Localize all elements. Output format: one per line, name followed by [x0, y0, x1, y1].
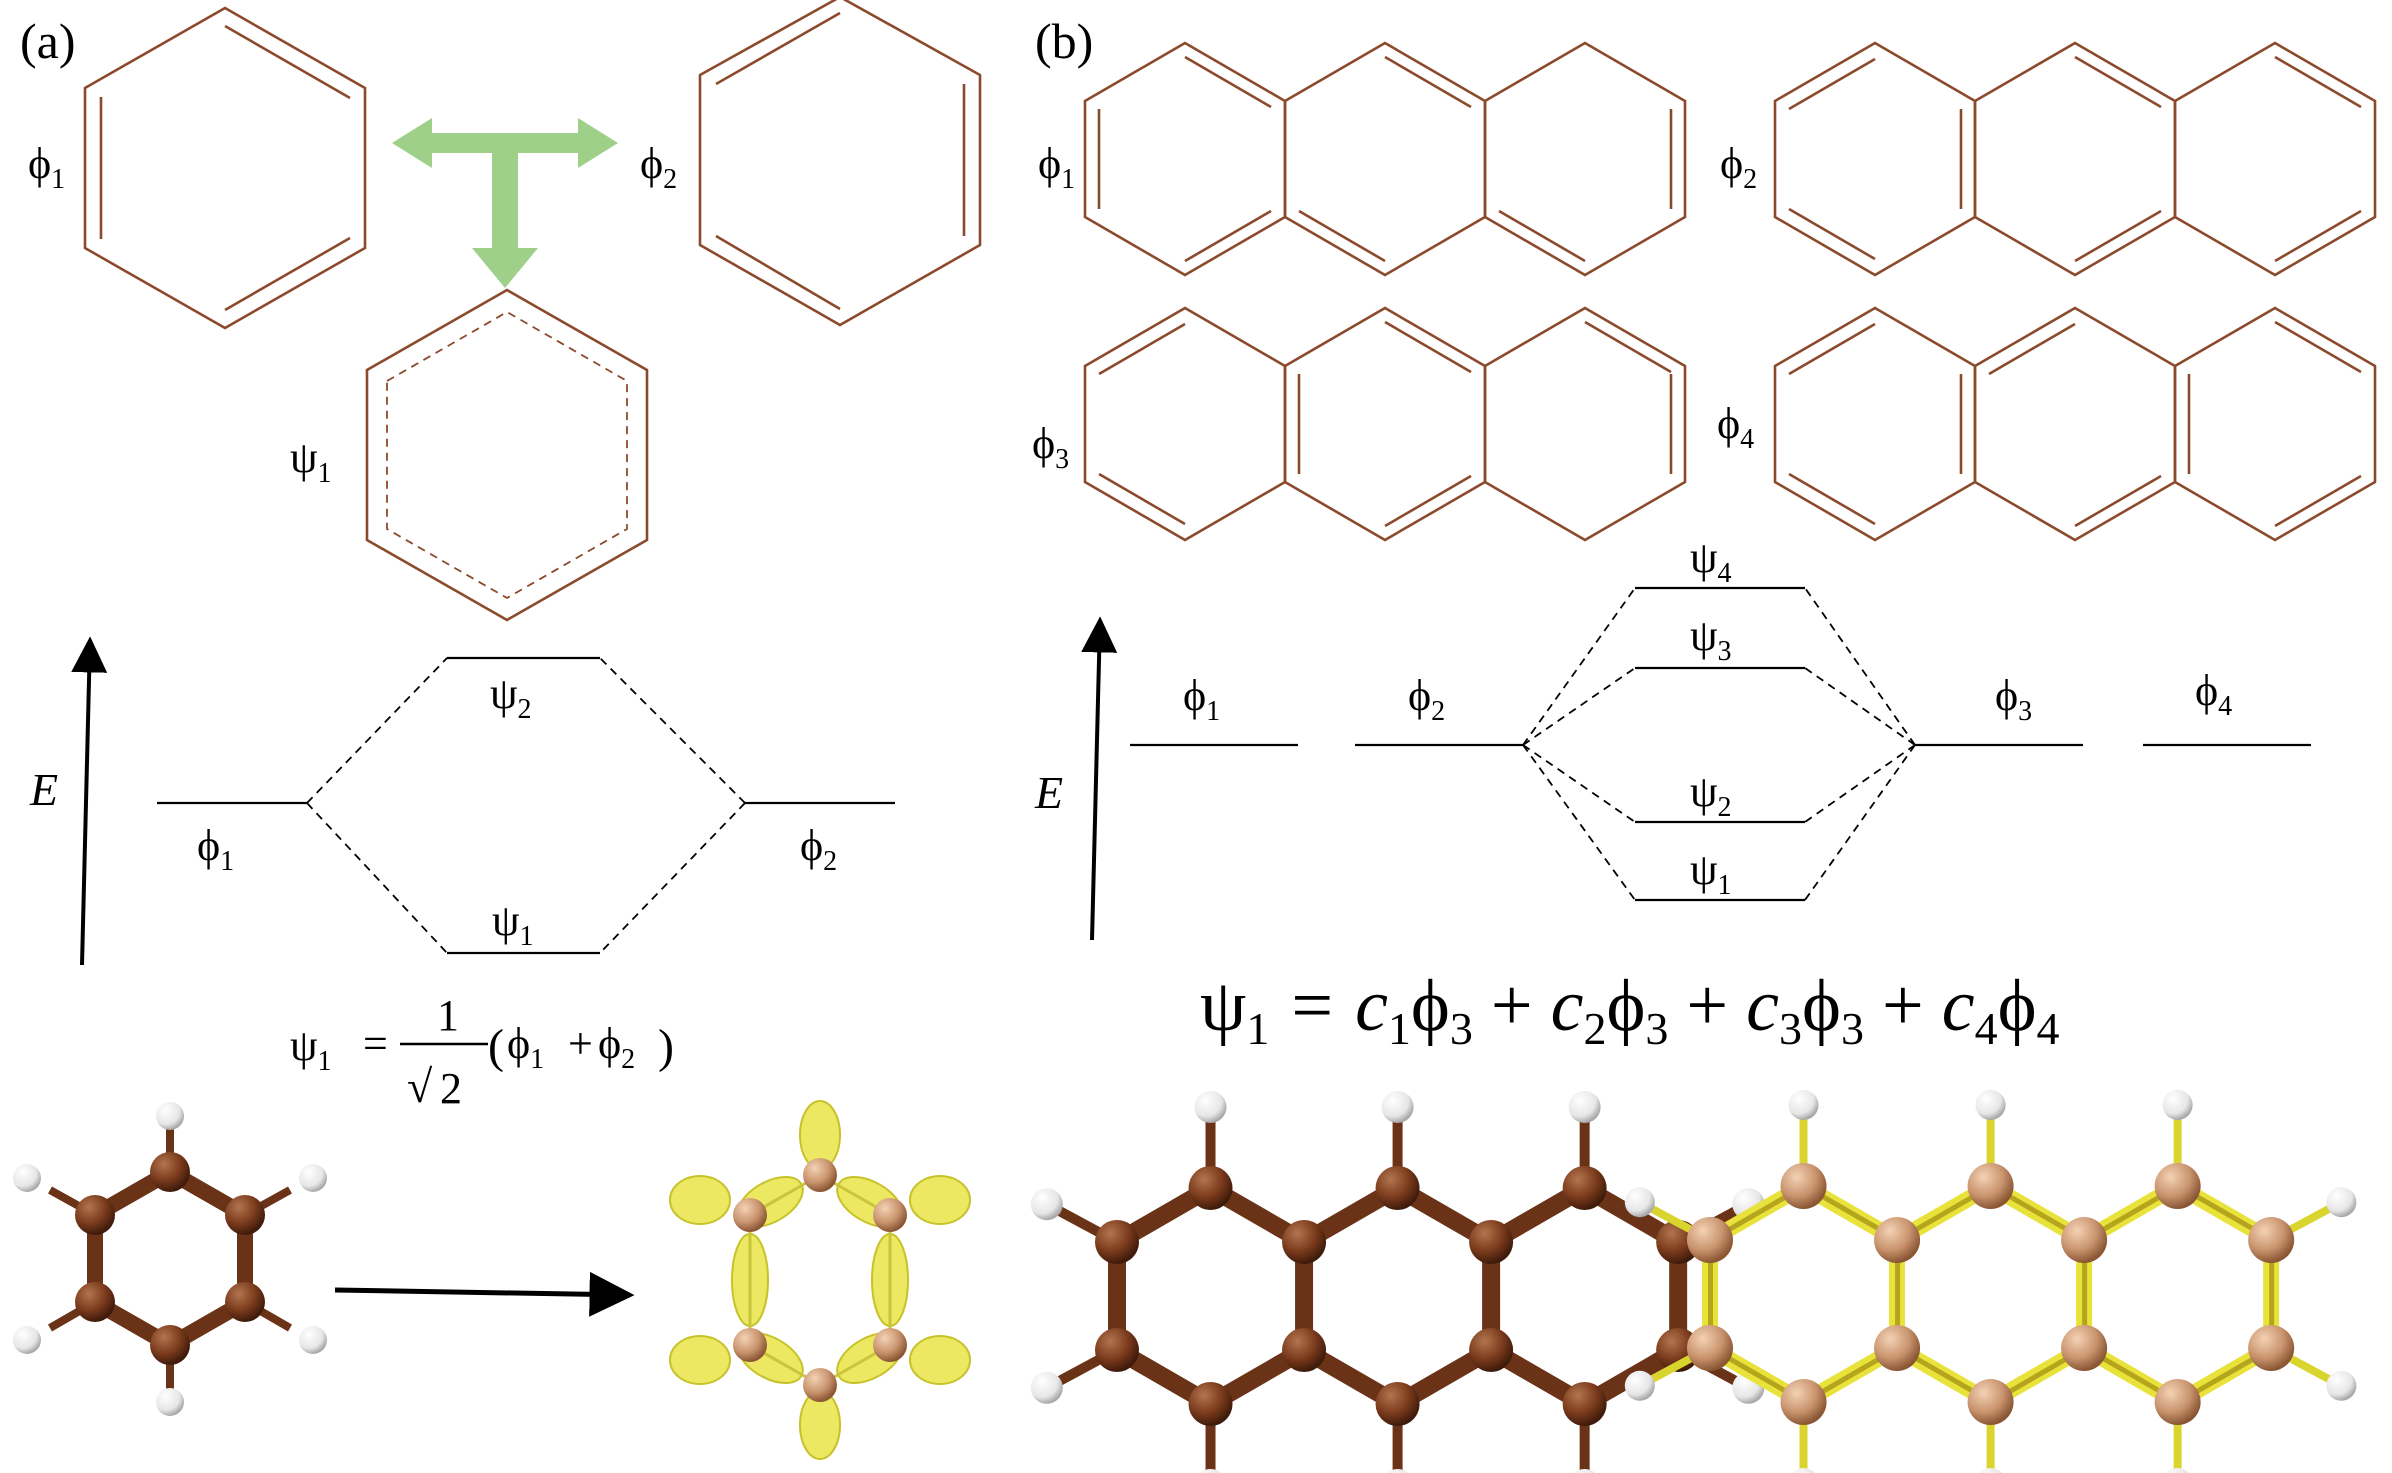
carbon-atom: [2061, 1217, 2108, 1263]
carbon-atom: [1469, 1328, 1514, 1372]
svg-text:=: =: [363, 1019, 388, 1068]
basis-level-label-1: ϕ1: [1183, 671, 1220, 727]
carbon-atom: [1780, 1163, 1827, 1209]
carbon-atom: [2248, 1325, 2295, 1371]
benzene-density: [669, 1100, 971, 1460]
anthracene-density: [1624, 1090, 2357, 1473]
anthracene-ball-stick: [1030, 1091, 1765, 1473]
carbon-atom: [1188, 1166, 1233, 1210]
hydrogen-atom: [1975, 1090, 2006, 1120]
carbon-atom: [2248, 1217, 2295, 1263]
hydrogen-atom: [1030, 1371, 1063, 1404]
kekule-1-label: ϕ1: [28, 139, 65, 195]
level-psi1-a: ψ1: [492, 896, 534, 952]
hydrogen-atom: [1788, 1090, 1819, 1120]
energy-label-b: E: [1034, 767, 1063, 818]
svg-text:ϕ1: ϕ1: [507, 1019, 544, 1075]
hydrogen-atom: [1979, 1468, 2002, 1473]
kekule-label-b1: ϕ1: [1038, 139, 1075, 195]
hydrogen-atom: [1387, 1469, 1409, 1473]
panel-a-label: (a): [20, 13, 76, 69]
hydrogen-atom: [2326, 1187, 2357, 1218]
svg-text:1: 1: [437, 991, 459, 1040]
carbon-atom: [1282, 1328, 1327, 1372]
carbon-atom: [1282, 1220, 1327, 1264]
mixed-level-label-2: ψ2: [1690, 767, 1732, 823]
hydrogen-atom: [1624, 1187, 1655, 1218]
carbon-atom: [1469, 1220, 1514, 1264]
carbon-atom: [1095, 1328, 1139, 1372]
hydrogen-atom: [1030, 1188, 1063, 1221]
hydrogen-atom: [2162, 1090, 2193, 1120]
anthracene-kekule-1: [1083, 41, 1687, 277]
kekule-label-b2: ϕ2: [1720, 139, 1757, 195]
energy-diagram-a: [157, 656, 895, 955]
resonance-label: ψ1: [290, 433, 332, 489]
resonance-arrow: [392, 118, 618, 288]
carbon-atom: [1095, 1220, 1139, 1264]
energy-label-a: E: [29, 764, 58, 815]
hydrogen-atom: [1568, 1091, 1601, 1123]
carbon-atom: [1188, 1382, 1233, 1426]
benzene-resonance-hybrid: [365, 288, 649, 622]
level-psi2-a: ψ2: [490, 669, 532, 725]
svg-text:√: √: [407, 1061, 433, 1112]
level-phi1-a: ϕ1: [197, 821, 234, 877]
svg-text:(: (: [488, 1020, 504, 1073]
hydrogen-atom: [1792, 1468, 1815, 1473]
carbon-atom: [1967, 1379, 2014, 1425]
carbon-atom: [1874, 1217, 1921, 1263]
equation-a: ψ1 = 1 √ 2 ( ϕ1 + ϕ2 ): [290, 991, 674, 1113]
carbon-atom: [1967, 1163, 2014, 1209]
mixed-level-label-4: ψ4: [1690, 533, 1732, 589]
svg-text:+: +: [568, 1019, 593, 1068]
hydrogen-atom: [1574, 1469, 1596, 1473]
carbon-atom: [1562, 1166, 1607, 1210]
hydrogen-atom: [1194, 1091, 1227, 1123]
hydrogen-atom: [2326, 1370, 2357, 1401]
kekule-label-b4: ϕ4: [1717, 399, 1754, 455]
basis-level-label-4: ϕ4: [2195, 666, 2232, 722]
benzene-kekule-1: [83, 6, 367, 330]
basis-level-label-2: ϕ2: [1408, 671, 1445, 727]
mixed-level-label-3: ψ3: [1690, 611, 1732, 667]
hydrogen-atom: [1199, 1469, 1222, 1473]
carbon-atom: [1562, 1382, 1607, 1426]
carbon-atom: [1780, 1379, 1827, 1425]
benzene-ball-stick: [13, 1102, 327, 1416]
equation-b: ψ1=c1ϕ3+c2ϕ3+c3ϕ3+c4ϕ4: [1200, 965, 2060, 1054]
svg-text:): ): [658, 1020, 674, 1073]
panel-b-label: (b): [1035, 13, 1093, 69]
carbon-atom: [1874, 1325, 1921, 1371]
anthracene-kekule-4: [1773, 306, 2377, 542]
hydrogen-atom: [1381, 1091, 1414, 1123]
kekule-2-label: ϕ2: [640, 139, 677, 195]
transform-arrow: [334, 1271, 635, 1317]
carbon-atom: [1687, 1325, 1733, 1371]
carbon-atom: [2154, 1163, 2201, 1209]
hydrogen-atom: [2166, 1468, 2189, 1473]
carbon-atom: [1375, 1382, 1420, 1426]
energy-axis-a: [71, 636, 108, 966]
carbon-atom: [2154, 1379, 2201, 1425]
level-phi2-a: ϕ2: [800, 821, 837, 877]
carbon-atom: [2061, 1325, 2108, 1371]
anthracene-kekule-2: [1773, 41, 2377, 277]
basis-level-label-3: ϕ3: [1995, 671, 2032, 727]
benzene-kekule-2: [698, 0, 982, 327]
anthracene-kekule-3: [1083, 306, 1687, 542]
carbon-atom: [1375, 1166, 1420, 1210]
svg-text:2: 2: [440, 1064, 462, 1113]
kekule-label-b3: ϕ3: [1032, 419, 1069, 475]
energy-axis-b: [1081, 616, 1118, 941]
carbon-atom: [1687, 1217, 1733, 1263]
hydrogen-atom: [1624, 1370, 1655, 1401]
energy-diagram-b: [1130, 586, 2311, 902]
mixed-level-label-1: ψ1: [1690, 845, 1732, 901]
svg-text:ψ1: ψ1: [290, 1021, 332, 1077]
svg-text:ϕ2: ϕ2: [598, 1019, 635, 1075]
